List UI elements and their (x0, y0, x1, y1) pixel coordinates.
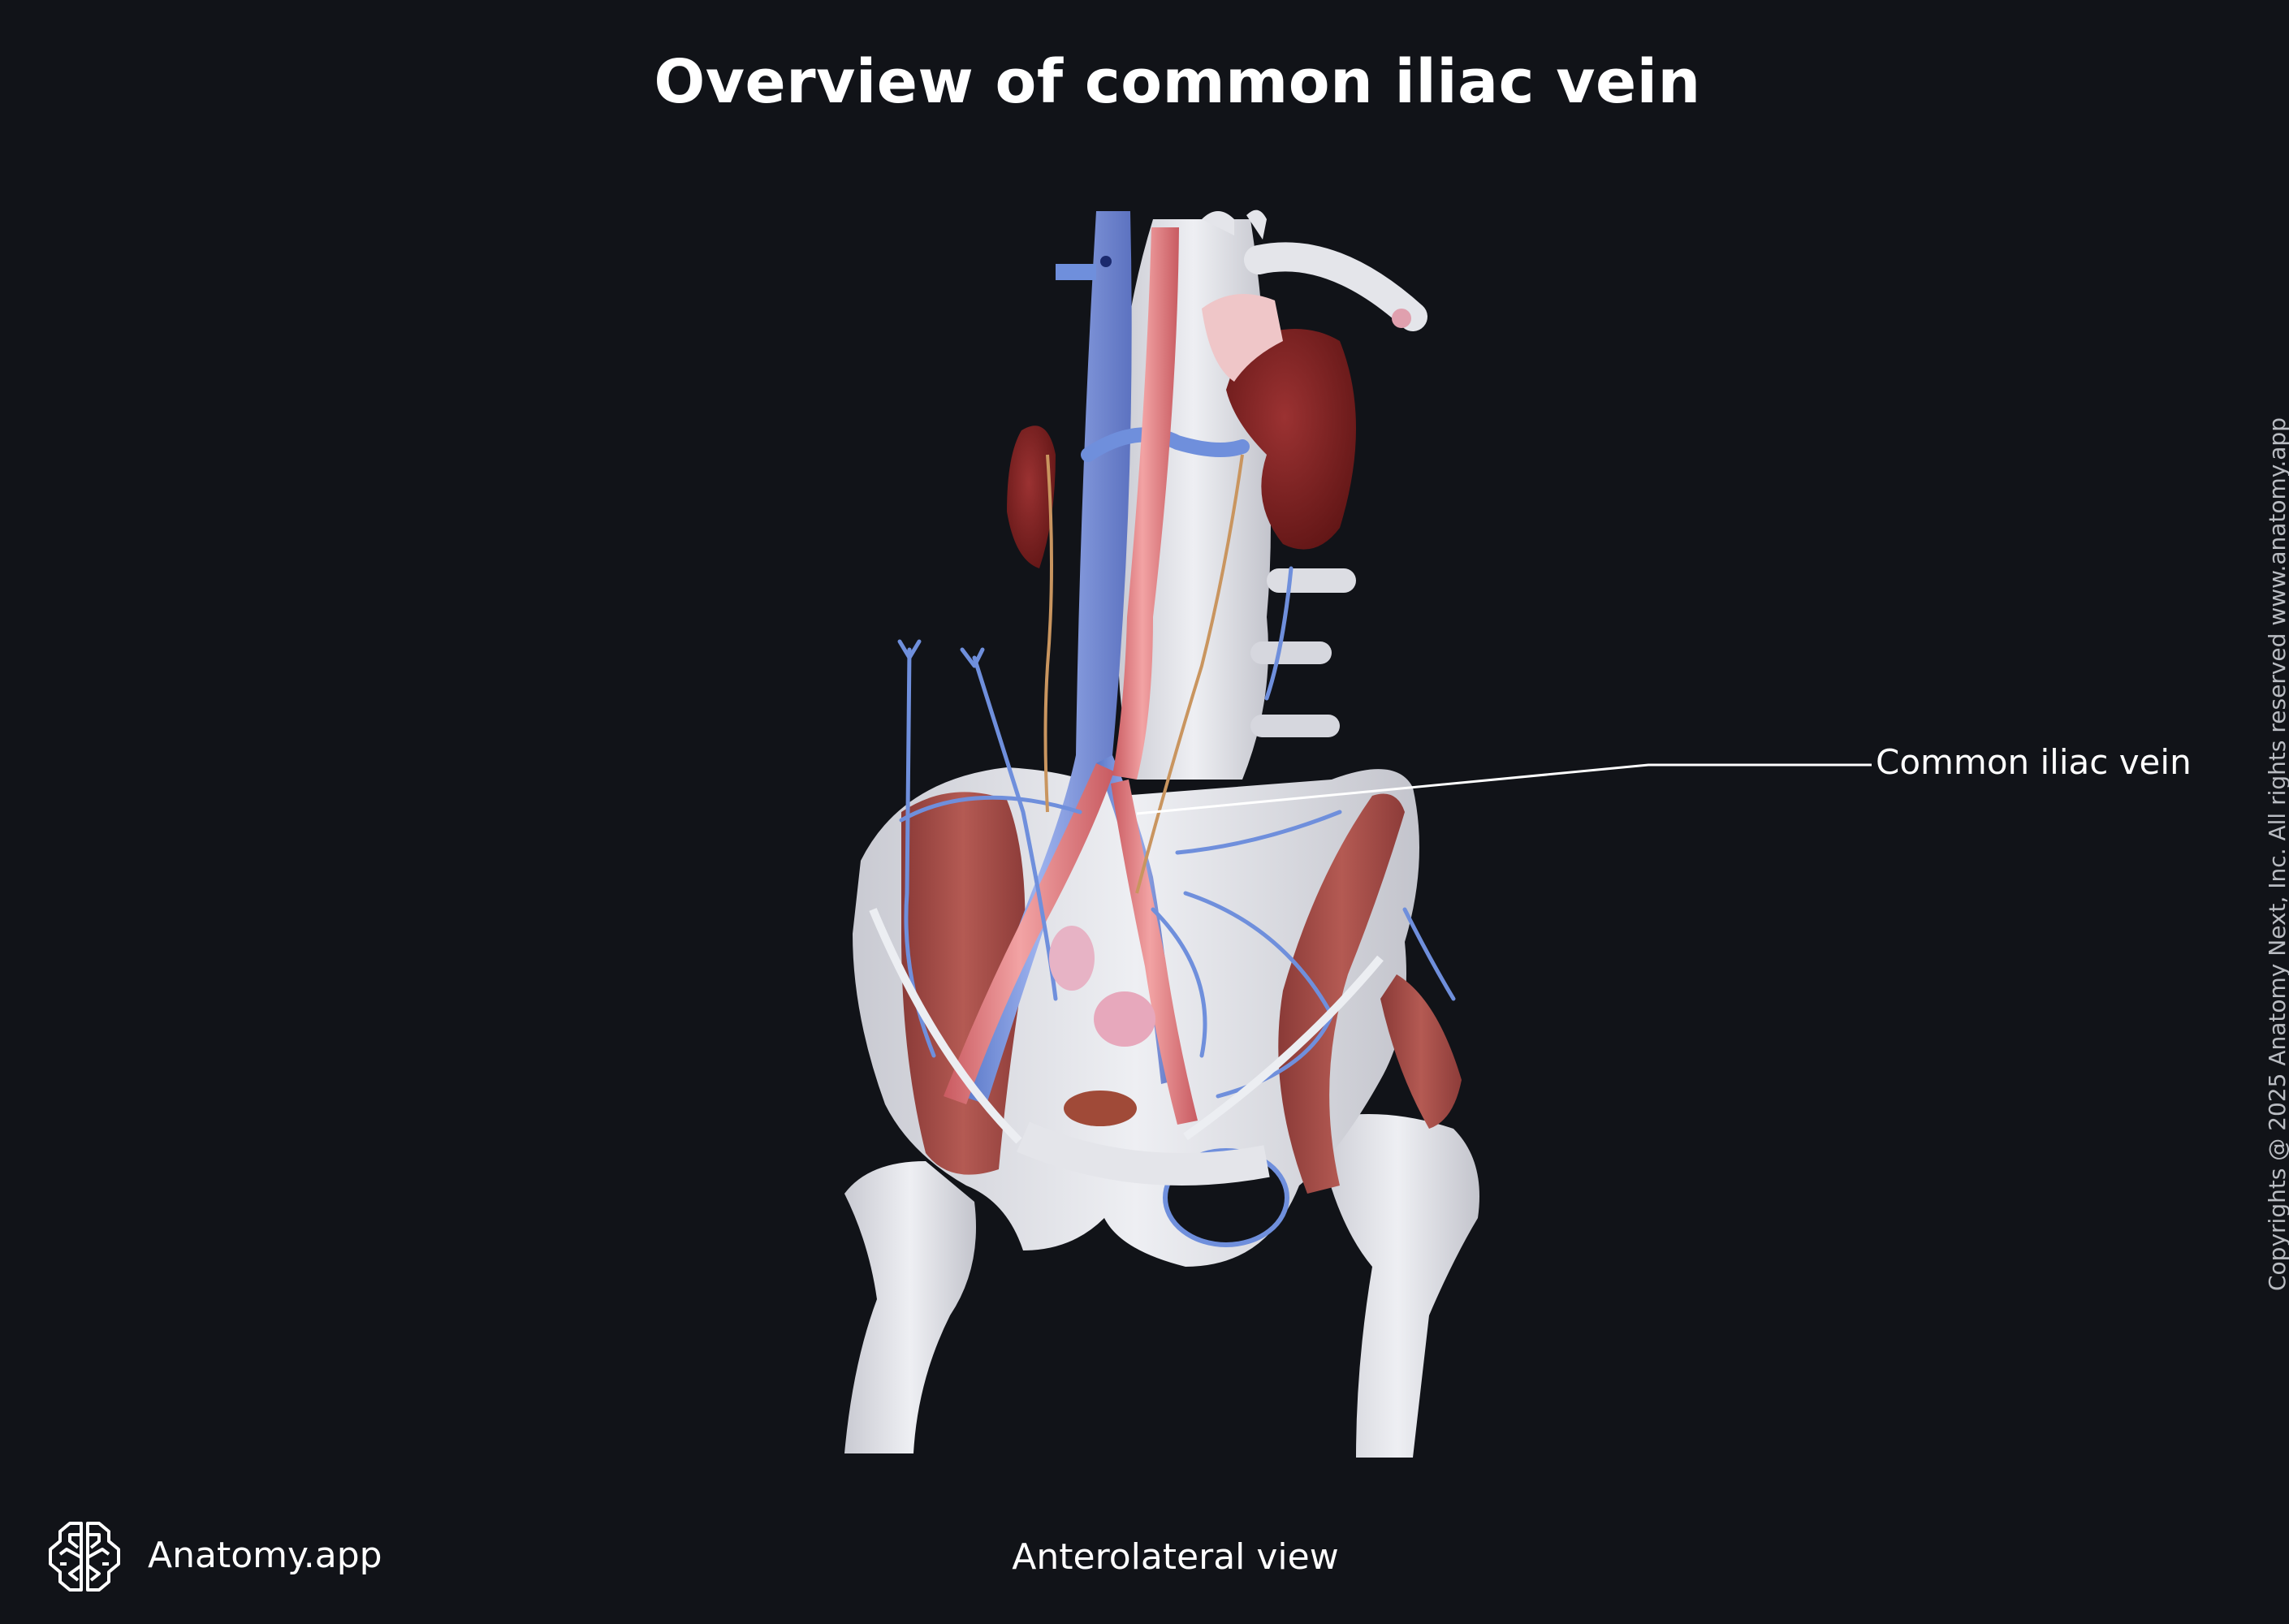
femur-left (844, 1161, 976, 1453)
view-caption: Anterolateral view (1012, 1536, 1339, 1578)
common-iliac-artery-right (944, 763, 1114, 1104)
abdominal-aorta (1112, 227, 1179, 780)
right-kidney (1007, 425, 1056, 568)
inguinal-ligament-right (1183, 955, 1384, 1141)
copyright-text: Copyrights @ 2025 Anatomy Next, Inc. All… (2264, 417, 2289, 1291)
femur-right (1315, 1114, 1479, 1458)
pelvic-organs (1049, 926, 1155, 1126)
left-kidney (1226, 329, 1356, 550)
brand-name: Anatomy.app (148, 1535, 382, 1576)
common-iliac-artery-left (1111, 780, 1198, 1125)
annotation-label: Common iliac vein (1876, 742, 2192, 782)
venous-tributaries (897, 566, 1456, 1099)
iliacus-muscle-right (1278, 793, 1462, 1194)
page-title: Overview of common iliac vein (654, 47, 1701, 117)
brain-icon (49, 1522, 120, 1592)
ureters (1043, 454, 1244, 894)
inguinal-ligament-left (869, 908, 1022, 1144)
adrenal-gland (1202, 294, 1283, 382)
leader-line (1136, 763, 1872, 815)
inferior-vena-cava (962, 211, 1250, 1104)
